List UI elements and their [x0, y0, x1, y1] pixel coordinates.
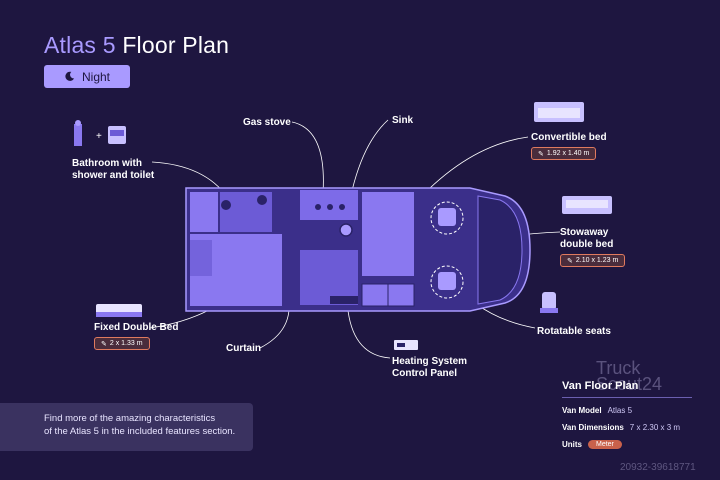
specs-panel: Van Floor Plan Van Model Atlas 5 Van Dim… [562, 380, 692, 457]
stowaway-bed-size-badge: ✎ 2.10 x 1.23 m [560, 254, 626, 267]
specs-title: Van Floor Plan [562, 380, 692, 398]
title-model: Atlas 5 [44, 32, 116, 58]
convertible-bed-label: Convertible bed [531, 132, 607, 143]
moon-icon [65, 71, 75, 81]
spec-model-value: Atlas 5 [607, 406, 633, 415]
bathroom-label-line1: Bathroom with [72, 158, 142, 169]
title-text: Floor Plan [122, 32, 230, 58]
page-title: Atlas 5 Floor Plan [44, 32, 229, 59]
stowaway-bed-size: 2.10 x 1.23 m [575, 257, 619, 264]
heating-label-line2: Control Panel [392, 368, 458, 379]
heating-panel-illustration [394, 340, 418, 350]
features-info-box: Find more of the amazing characteristics… [0, 403, 253, 451]
bathroom-label: Bathroom with shower and toilet [72, 158, 154, 182]
spec-dimensions-row: Van Dimensions 7 x 2.30 x 3 m [562, 423, 692, 432]
fixed-bed-size: 2 x 1.33 m [109, 340, 143, 347]
stowaway-bed-label: Stowaway double bed [560, 227, 613, 251]
rotatable-seat-illustration [540, 292, 558, 313]
curtain-label: Curtain [226, 343, 261, 354]
watermark-logo: Truck Scout24 [596, 358, 663, 394]
spec-dimensions-label: Van Dimensions [562, 423, 624, 432]
gas-stove-label: Gas stove [243, 117, 291, 128]
stowaway-bed-label-line1: Stowaway [560, 227, 609, 238]
info-line1: Find more of the amazing characteristics [44, 413, 216, 424]
fixed-bed-label: Fixed Double Bed [94, 322, 179, 333]
bathroom-illustration: + [74, 120, 126, 146]
van-body [185, 187, 531, 312]
convertible-bed-illustration [534, 102, 584, 122]
svg-text:+: + [96, 131, 102, 142]
stowaway-bed-label-line2: double bed [560, 239, 614, 250]
convertible-bed-size-badge: ✎ 1.92 x 1.40 m [531, 147, 597, 160]
watermark-line1: Truck [596, 358, 641, 378]
convertible-bed-size: 1.92 x 1.40 m [546, 150, 590, 157]
night-mode-label: Night [81, 69, 110, 84]
ruler-icon: ✎ [567, 257, 573, 265]
ruler-icon: ✎ [538, 150, 544, 158]
fixed-bed-illustration [96, 304, 142, 317]
watermark-line2: Scout24 [596, 374, 663, 394]
units-toggle[interactable]: Meter [588, 440, 622, 449]
image-id-text: 20932-39618771 [620, 462, 696, 473]
rotatable-seats-label: Rotatable seats [537, 326, 611, 337]
info-line2: of the Atlas 5 in the included features … [44, 426, 236, 437]
spec-dimensions-value: 7 x 2.30 x 3 m [629, 423, 681, 432]
spec-units-row: Units Meter [562, 440, 692, 449]
spec-model-row: Van Model Atlas 5 [562, 406, 692, 415]
night-mode-button[interactable]: Night [44, 65, 130, 88]
fixed-bed-size-badge: ✎ 2 x 1.33 m [94, 337, 150, 350]
bathroom-label-line2: shower and toilet [72, 170, 155, 181]
stowaway-bed-illustration [562, 196, 612, 214]
spec-units-label: Units [562, 440, 582, 449]
heating-label: Heating System Control Panel [392, 356, 467, 380]
spec-model-label: Van Model [562, 406, 602, 415]
ruler-icon: ✎ [101, 340, 107, 348]
sink-label: Sink [392, 115, 414, 126]
heating-label-line1: Heating System [392, 356, 468, 367]
